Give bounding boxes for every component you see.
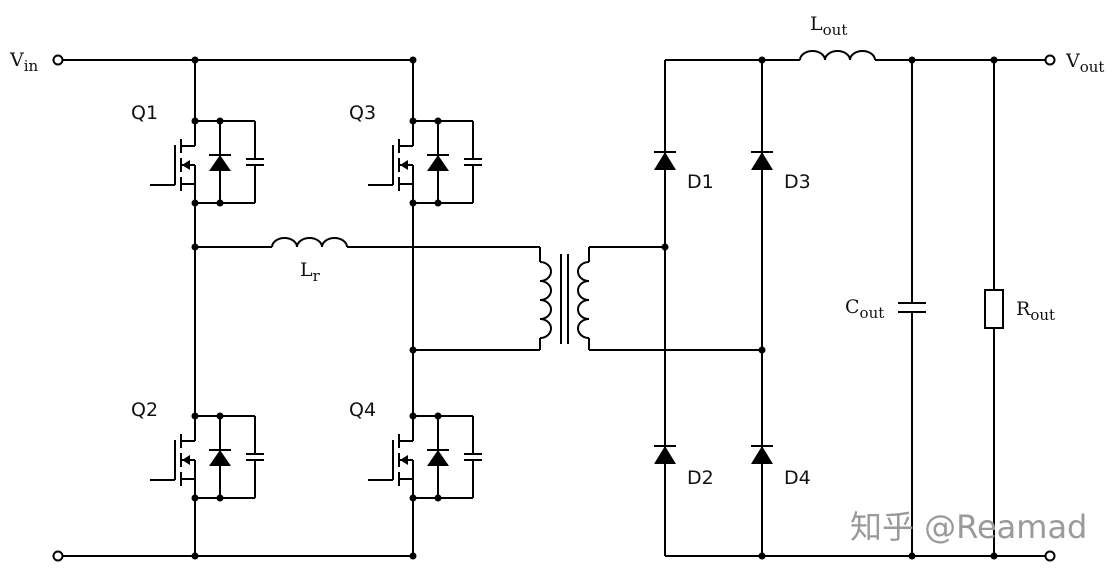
output-capacitor-cout	[898, 60, 926, 556]
q2-label: Q2	[131, 399, 158, 421]
switch-q2	[149, 409, 265, 503]
rout-label: Rout	[1016, 298, 1055, 324]
diode-d4	[750, 445, 774, 465]
ground-terminal-right	[1044, 550, 1056, 562]
input-terminal-vin	[52, 54, 64, 66]
output-inductor-lout	[799, 50, 876, 61]
switch-q3	[367, 114, 483, 208]
d2-label: D2	[687, 467, 714, 489]
cout-label: Cout	[845, 296, 884, 322]
d1-label: D1	[687, 171, 714, 193]
ground-terminal-left	[52, 550, 64, 562]
switch-q1	[149, 114, 265, 208]
transformer	[539, 247, 590, 350]
lout-label: Lout	[810, 13, 847, 39]
diode-d1	[653, 151, 677, 171]
q1-label: Q1	[131, 102, 158, 124]
d4-label: D4	[784, 467, 811, 489]
q4-label: Q4	[349, 399, 376, 421]
vout-label: Vout	[1065, 50, 1104, 76]
q3-label: Q3	[349, 102, 376, 124]
watermark: 知乎 @Reamad	[850, 508, 1087, 546]
diode-d3	[750, 151, 774, 171]
resonant-inductor-lr	[271, 237, 348, 248]
lr-label: Lr	[300, 259, 321, 285]
vin-label: Vin	[9, 49, 39, 75]
d3-label: D3	[784, 171, 811, 193]
switch-q4	[367, 409, 483, 503]
load-resistor-rout	[984, 60, 1004, 556]
output-terminal-vout	[1044, 54, 1056, 66]
diode-d2	[653, 445, 677, 465]
